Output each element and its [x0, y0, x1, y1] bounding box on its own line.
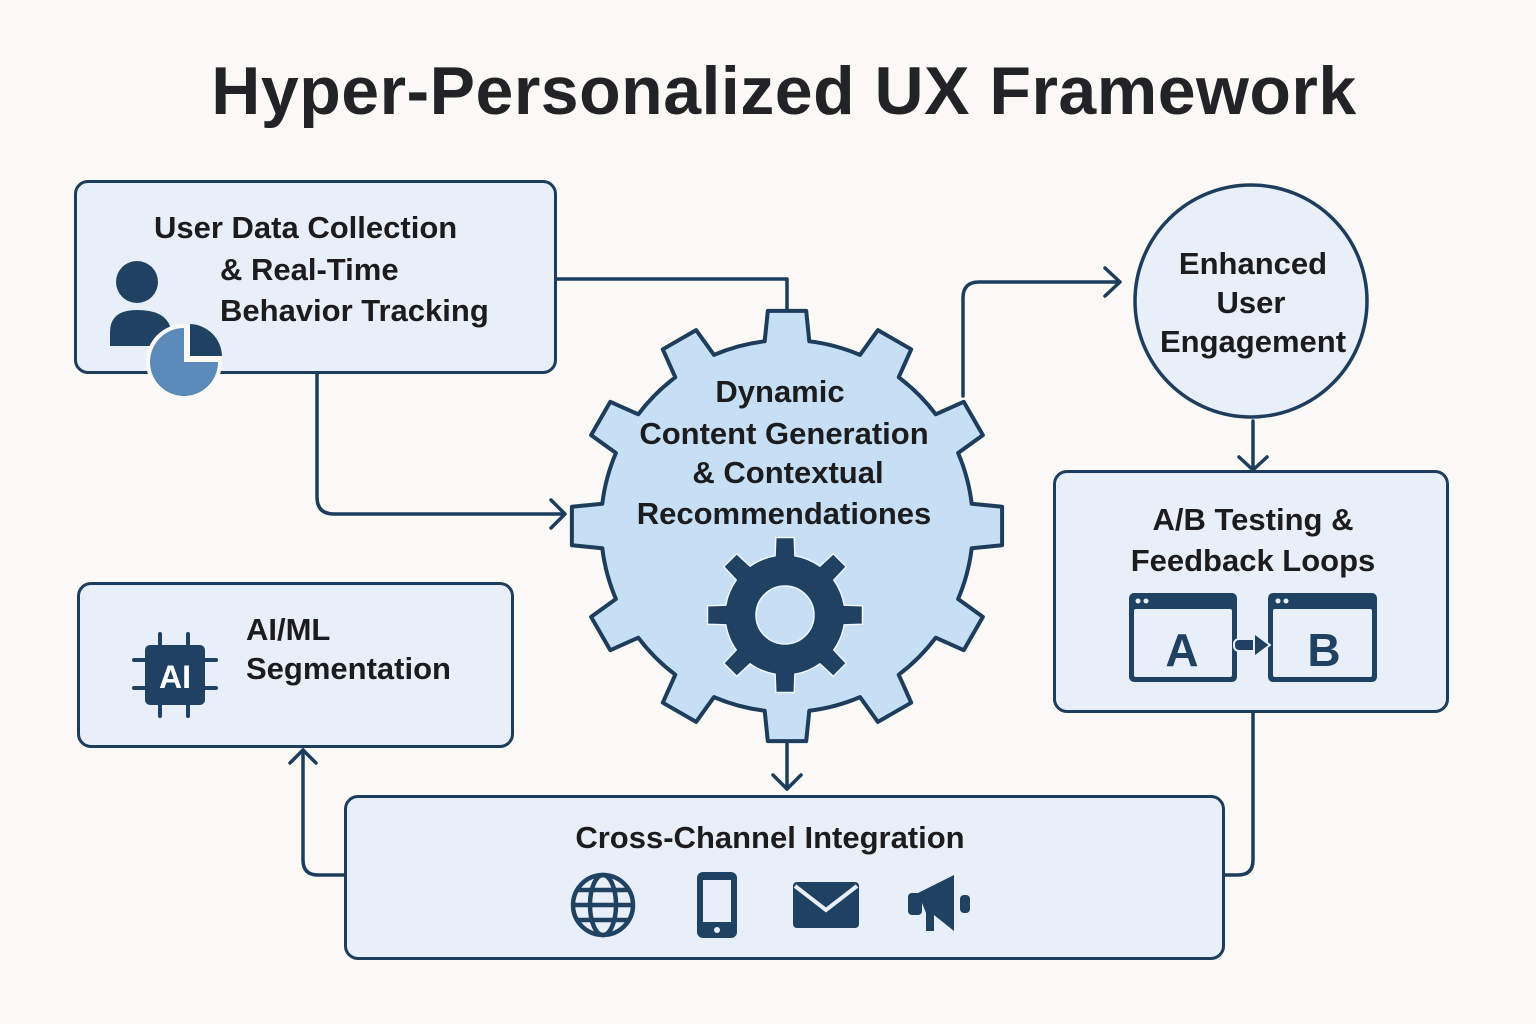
engagement-line-2: User [1216, 285, 1286, 320]
engagement-line-3: Engagement [1159, 324, 1347, 359]
edge-crosschannel-to-aiml [301, 748, 346, 877]
ai-chip-icon: AI [132, 632, 218, 718]
engagement-line-1: Enhanced [1178, 246, 1328, 281]
variant-b-label: B [1307, 624, 1340, 676]
arrowhead-gear-left [549, 498, 567, 530]
dynamic-content-line-2: Content Generation [639, 416, 929, 451]
arrowhead-engagement [1103, 266, 1122, 298]
ab-testing-line-2: Feedback Loops [1130, 543, 1376, 578]
ab-testing-line-1: A/B Testing & [1152, 502, 1354, 537]
diagram-title: Hyper-Personalized UX Framework [211, 53, 1357, 129]
ai-ml-line-1: AI/ML [246, 612, 331, 647]
user-data-line-3: Behavior Tracking [220, 293, 489, 328]
variant-a-label: A [1165, 624, 1198, 676]
user-data-line-2: & Real-Time [220, 252, 399, 287]
arrow-right-icon [1233, 632, 1271, 658]
gear-icon [706, 536, 864, 694]
ai-ml-line-2: Segmentation [246, 651, 451, 686]
ab-test-icon: A B [1129, 593, 1377, 682]
edge-gear-to-engagement [961, 280, 1121, 398]
arrowhead-crosschannel [771, 773, 803, 791]
edge-abtesting-to-crosschannel [1222, 710, 1255, 877]
dynamic-content-line-3: & Contextual [692, 455, 884, 490]
dynamic-content-gear-shape [569, 308, 1005, 744]
ab-testing-node [1053, 470, 1449, 713]
cross-channel-title: Cross-Channel Integration [575, 820, 965, 855]
globe-icon [570, 872, 636, 938]
email-icon [793, 882, 859, 928]
cross-channel-node [344, 795, 1225, 960]
dynamic-content-line-1: Dynamic [715, 374, 845, 409]
ai-chip-label: AI [159, 659, 191, 695]
variant-b-window [1268, 593, 1377, 682]
dynamic-content-line-4: Recommendationes [636, 496, 932, 531]
megaphone-icon [908, 875, 970, 931]
user-analytics-icon [110, 261, 222, 400]
arrowhead-aiml [288, 748, 318, 765]
user-data-line-1: User Data Collection [154, 210, 458, 245]
edge-userdata-to-gear-left [315, 371, 565, 516]
engagement-circle [1133, 183, 1369, 419]
variant-a-window [1129, 593, 1237, 682]
edge-userdata-to-gear-top [554, 277, 789, 314]
smartphone-icon [697, 872, 737, 938]
